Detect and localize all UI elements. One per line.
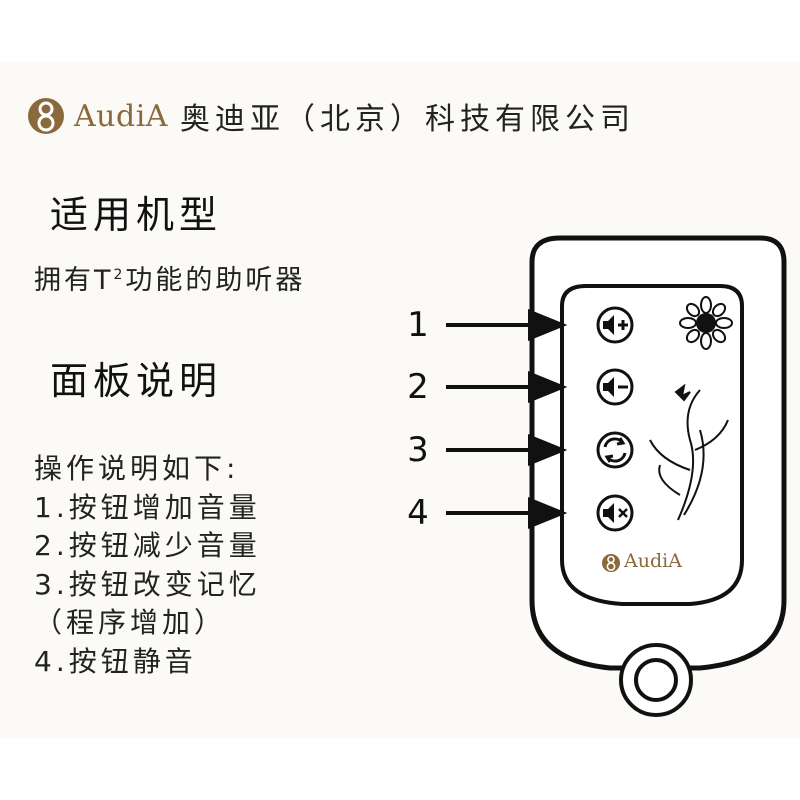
instruction-line: 操作说明如下: — [34, 452, 240, 485]
volume-down-icon — [603, 377, 628, 397]
brand-header: AudiA 奥迪亚（北京）科技有限公司 — [26, 94, 635, 138]
bottom-band — [0, 738, 800, 800]
models-superscript: 2 — [113, 267, 126, 283]
instruction-line: 2.按钮减少音量 — [34, 529, 261, 562]
panel-heading: 面板说明 — [50, 359, 223, 403]
device-logo-icon — [602, 554, 620, 572]
company-name: 奥迪亚（北京）科技有限公司 — [179, 102, 635, 137]
callout-number-4: 4 — [407, 493, 429, 533]
program-button[interactable] — [596, 431, 634, 469]
callout-number-3: 3 — [407, 430, 429, 470]
callout-arrows — [446, 309, 568, 529]
program-cycle-icon — [603, 437, 627, 463]
volume-up-button[interactable] — [596, 306, 634, 344]
volume-down-button[interactable] — [596, 368, 634, 406]
mute-button[interactable] — [596, 494, 634, 532]
mute-icon — [603, 503, 628, 523]
instruction-line: （程序增加） — [34, 606, 227, 639]
audia-logo-icon — [28, 98, 64, 134]
models-heading: 适用机型 — [50, 193, 223, 237]
brand-logo-text: AudiA — [74, 98, 168, 134]
device-brand: AudiA — [620, 550, 682, 572]
instruction-list: 操作说明如下: 1.按钮增加音量 2.按钮减少音量 3.按钮改变记忆 （程序增加… — [34, 450, 261, 681]
vine-decoration-icon — [649, 383, 729, 521]
flower-icon — [679, 296, 733, 350]
models-text-a: 拥有T — [34, 265, 114, 296]
models-text-b: 功能的助听器 — [125, 265, 306, 296]
callout-number-1: 1 — [407, 305, 429, 345]
callout-number-2: 2 — [407, 367, 429, 407]
device-logo-text: AudiA — [624, 550, 682, 572]
instruction-line: 4.按钮静音 — [34, 644, 197, 678]
top-band — [0, 0, 800, 62]
volume-up-icon — [603, 315, 628, 335]
models-text: 拥有T2功能的助听器 — [34, 258, 305, 297]
instruction-line: 1.按钮增加音量 — [34, 490, 261, 524]
instruction-line: 3.按钮改变记忆 — [34, 567, 261, 601]
